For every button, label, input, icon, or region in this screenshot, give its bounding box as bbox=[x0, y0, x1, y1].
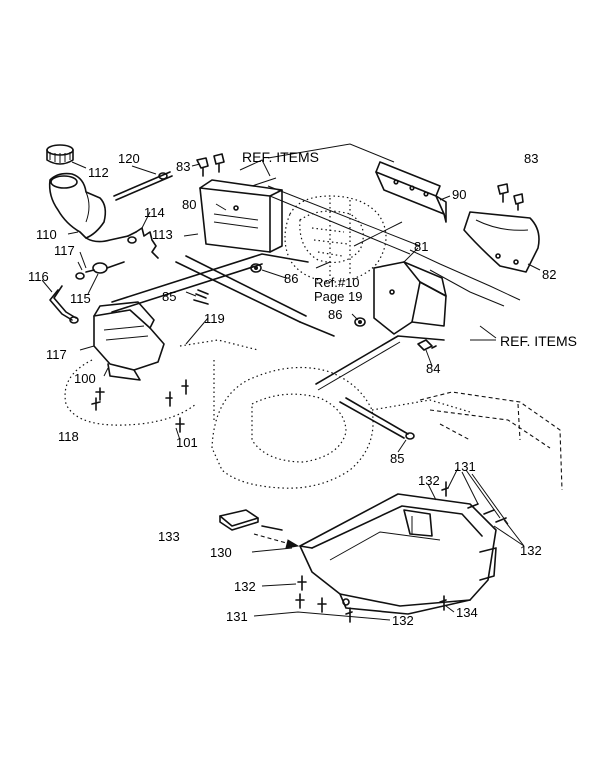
label-86-right: 86 bbox=[328, 307, 343, 322]
rod-120-part bbox=[113, 171, 173, 201]
harness-118-part bbox=[64, 359, 197, 426]
hose-116-part bbox=[49, 285, 79, 324]
fuel-tank-part bbox=[48, 172, 129, 243]
label-119: 119 bbox=[204, 311, 225, 326]
ref-items-top-lines bbox=[239, 143, 395, 187]
label-100: 100 bbox=[74, 371, 96, 386]
washer-86-left-part bbox=[250, 263, 262, 273]
label-132-bottom: 132 bbox=[392, 613, 414, 628]
ref-note-line2: Page 19 bbox=[314, 289, 363, 304]
washer-86-right-part bbox=[354, 317, 366, 327]
valve-115-part bbox=[85, 261, 125, 274]
base-pan-130-part bbox=[299, 493, 497, 615]
label-83-top: 83 bbox=[176, 159, 191, 174]
spring-114-part bbox=[127, 227, 159, 259]
label-101: 101 bbox=[176, 435, 198, 450]
label-130: 130 bbox=[210, 545, 232, 560]
clip-83-right-part bbox=[497, 183, 524, 211]
ref-note-line1: Ref.#10 bbox=[314, 275, 360, 290]
label-116: 116 bbox=[28, 269, 49, 284]
frame-rails bbox=[111, 185, 521, 391]
label-85-lower: 85 bbox=[390, 451, 405, 466]
label-110: 110 bbox=[36, 227, 57, 242]
block-133-part bbox=[219, 509, 300, 549]
nut-84-part bbox=[417, 339, 437, 351]
label-131-top: 131 bbox=[454, 459, 476, 474]
label-115: 115 bbox=[70, 291, 91, 306]
label-113: 113 bbox=[152, 227, 173, 242]
label-132-left: 132 bbox=[234, 579, 256, 594]
label-118: 118 bbox=[58, 429, 79, 444]
label-82: 82 bbox=[542, 267, 557, 282]
label-84: 84 bbox=[426, 361, 441, 376]
label-86-left: 86 bbox=[284, 271, 299, 286]
fuel-cap-part bbox=[46, 144, 74, 165]
label-131-bottom: 131 bbox=[226, 609, 248, 624]
ref-items-right-label: REF. ITEMS bbox=[500, 333, 578, 349]
label-117-bottom: 117 bbox=[46, 347, 67, 362]
frame-90-part bbox=[375, 161, 447, 223]
label-133: 133 bbox=[158, 529, 180, 544]
label-132-right: 132 bbox=[520, 543, 542, 558]
ref-items-top-label: REF. ITEMS bbox=[242, 149, 320, 165]
label-81: 81 bbox=[414, 239, 429, 254]
label-114: 114 bbox=[144, 205, 165, 220]
screws-131-132-part bbox=[295, 481, 507, 623]
cover-82-part bbox=[463, 211, 540, 273]
label-90: 90 bbox=[452, 187, 467, 202]
bolts-85-upper-part bbox=[193, 289, 209, 305]
chassis-dashed-outline bbox=[419, 391, 563, 491]
label-85-upper: 85 bbox=[162, 289, 177, 304]
guard-100-part bbox=[93, 301, 165, 381]
label-132-top: 132 bbox=[418, 473, 440, 488]
engine-outline bbox=[284, 195, 387, 283]
clip-83-left-part bbox=[196, 153, 225, 177]
rod-85-part bbox=[339, 397, 415, 440]
label-120: 120 bbox=[118, 151, 140, 166]
bracket-80-part bbox=[199, 179, 283, 253]
label-80: 80 bbox=[182, 197, 197, 212]
leader-lines bbox=[41, 161, 541, 621]
auger-housing-outline bbox=[179, 339, 471, 489]
label-134: 134 bbox=[456, 605, 478, 620]
label-83-right: 83 bbox=[524, 151, 539, 166]
screws-101-part bbox=[91, 379, 189, 433]
clamp-117-part bbox=[75, 261, 85, 280]
label-112: 112 bbox=[88, 165, 109, 180]
label-117-top: 117 bbox=[54, 243, 75, 258]
